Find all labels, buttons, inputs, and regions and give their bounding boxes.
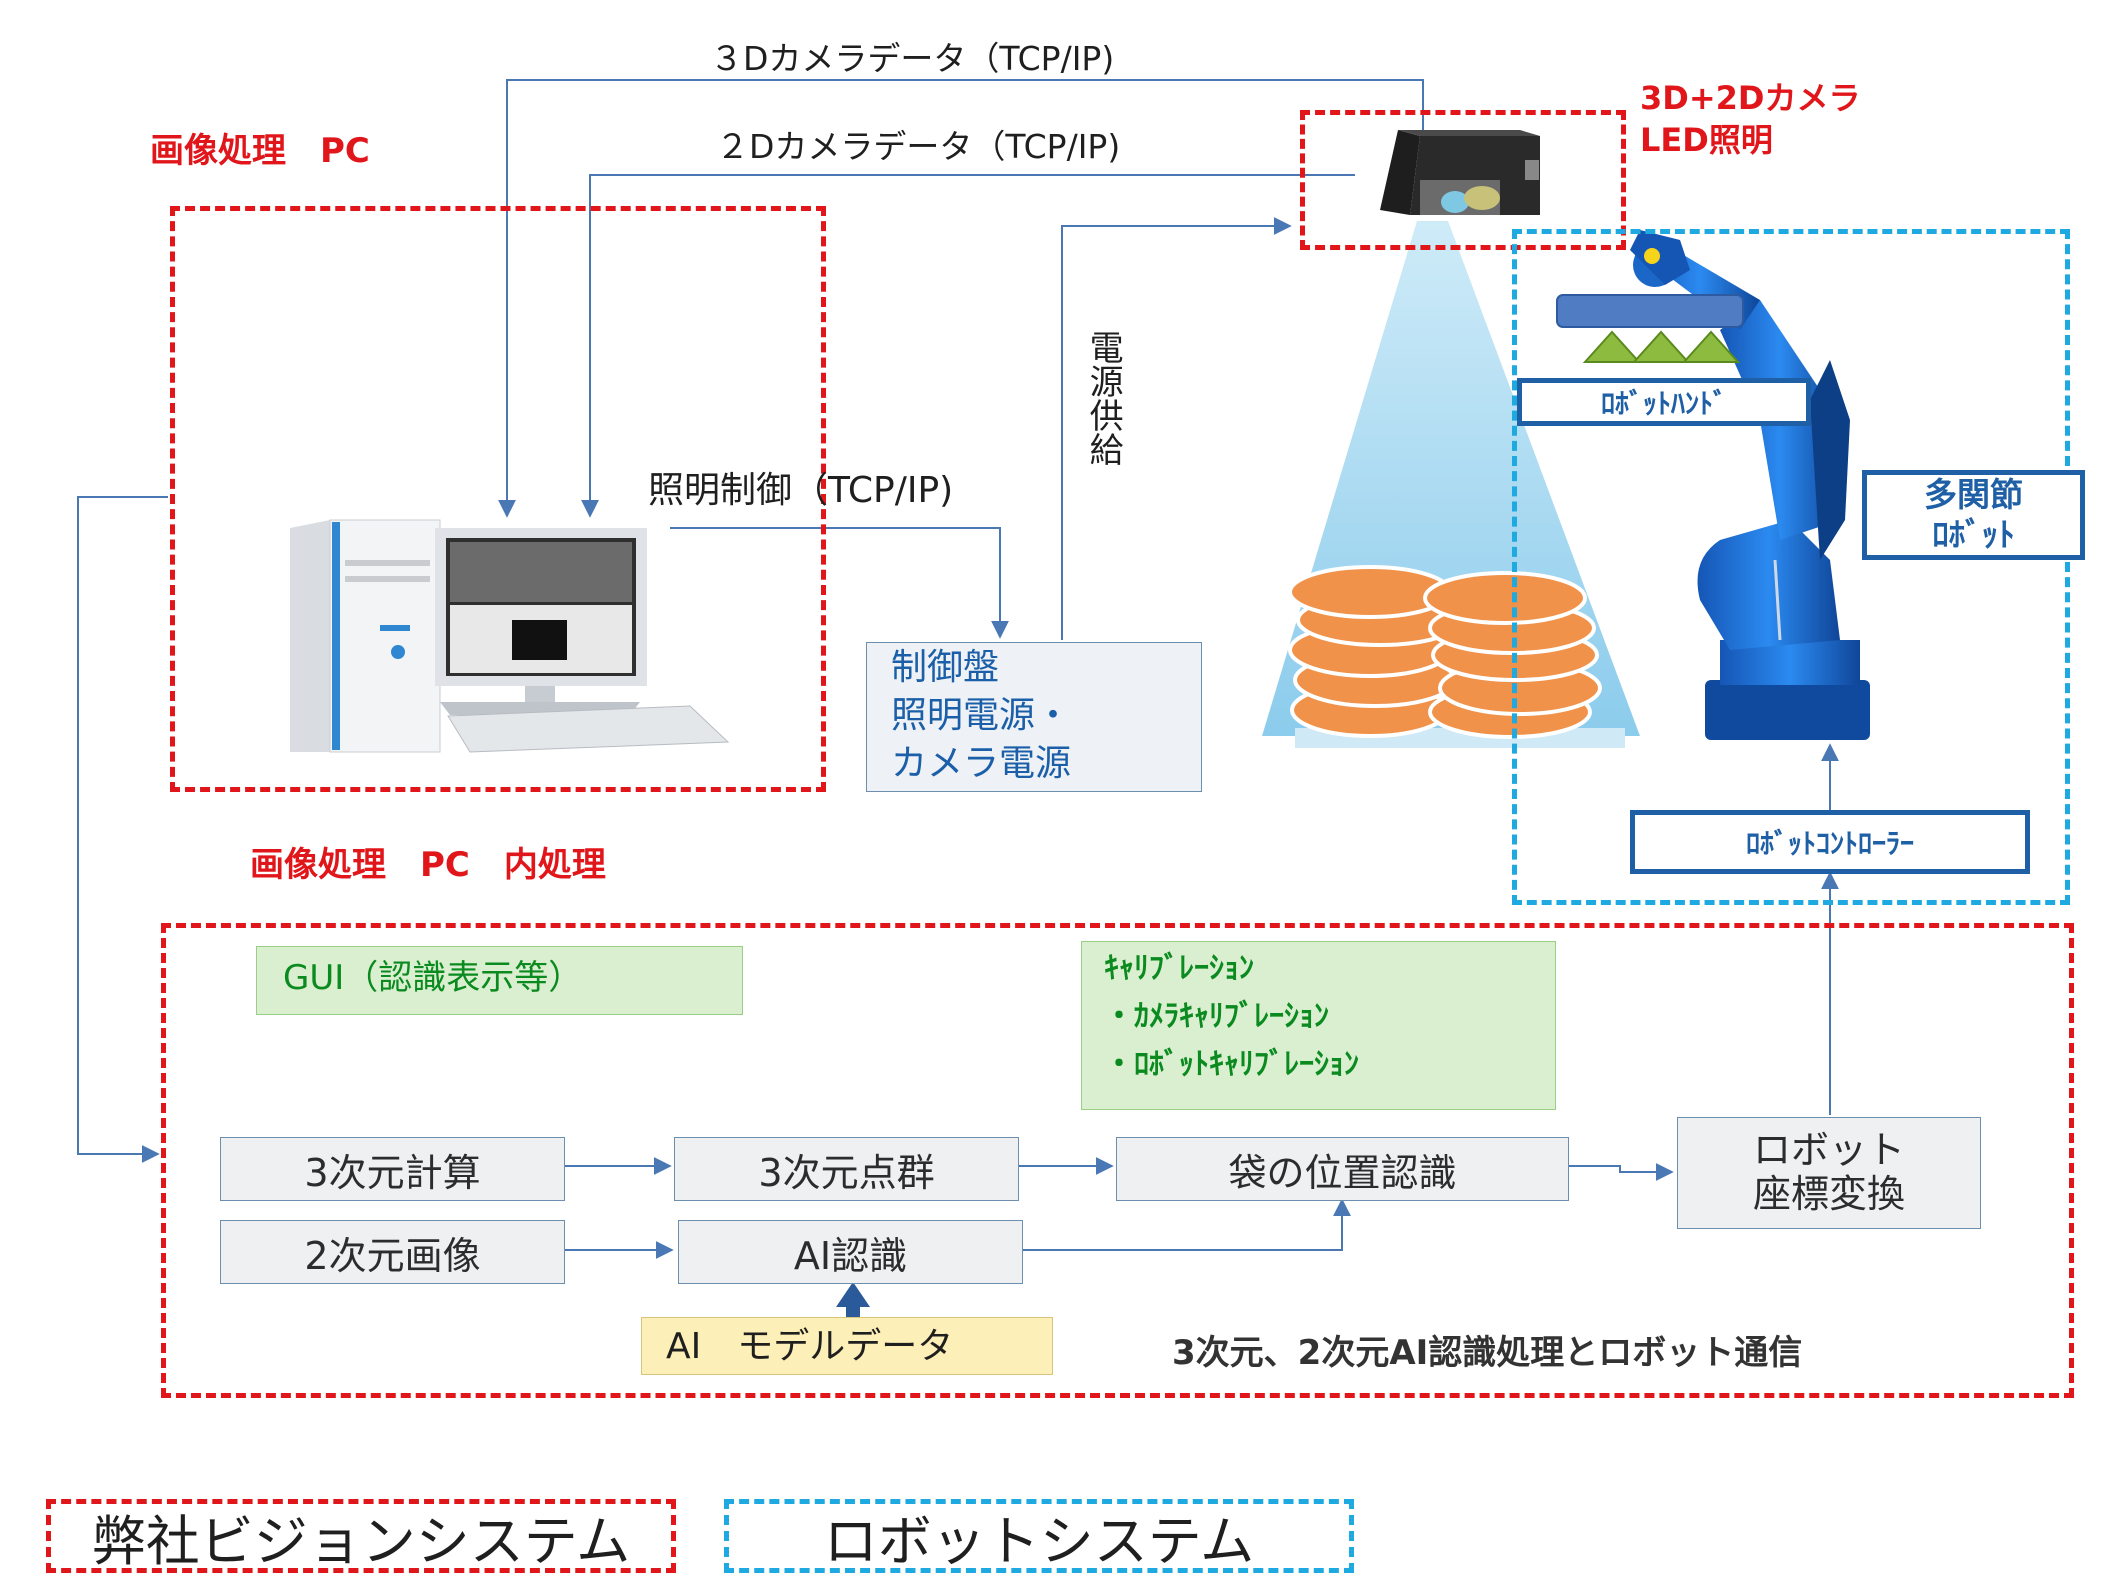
legend-robot-system: ロボットシステム <box>724 1499 1354 1573</box>
internal-title: 画像処理 PC 内処理 <box>250 845 606 885</box>
label-power-supply: 電源供給 <box>1083 330 1124 466</box>
connector-pc-to-internal <box>77 496 168 1163</box>
calibration-title: ｷｬﾘﾌﾞﾚｰｼｮﾝ <box>1104 951 1254 986</box>
control-panel-line1: 制御盤 <box>891 647 1000 688</box>
internal-caption: 3次元、2次元AI認識処理とロボット通信 <box>1172 1333 1803 1373</box>
label-3d-camera-data: ３Dカメラデータ（TCP/IP) <box>710 39 1115 78</box>
vision-pc-frame <box>170 206 826 792</box>
label-light-control: 照明制御（TCP/IP) <box>648 470 954 511</box>
camera-label-line1: 3D+2Dカメラ <box>1640 79 1861 117</box>
robot-arm-label-line1: 多関節 <box>1924 475 2023 515</box>
point-cloud-3d-box: 3次元点群 <box>674 1137 1019 1201</box>
coordinate-transform-line2: 座標変換 <box>1752 1172 1905 1216</box>
connector-position-coord <box>1568 1163 1674 1181</box>
camera-label-line2: LED照明 <box>1640 121 1773 159</box>
position-recognition-box: 袋の位置認識 <box>1116 1137 1569 1201</box>
control-panel-line2: 照明電源・ <box>891 695 1072 736</box>
control-panel-line3: カメラ電源 <box>891 743 1072 784</box>
vision-pc-title: 画像処理 PC <box>150 131 370 171</box>
connector-power <box>1061 217 1292 640</box>
control-panel-box: 制御盤 照明電源・ カメラ電源 <box>866 642 1202 792</box>
internal-processing-frame <box>161 923 2074 1398</box>
ai-recognition-box: AI認識 <box>678 1220 1023 1284</box>
calibration-camera: ・ｶﾒﾗｷｬﾘﾌﾞﾚｰｼｮﾝ <box>1104 999 1329 1034</box>
robot-hand-label: ﾛﾎﾞｯﾄﾊﾝﾄﾞ <box>1517 378 1811 426</box>
camera-frame <box>1300 110 1626 250</box>
calibration-robot: ・ﾛﾎﾞｯﾄｷｬﾘﾌﾞﾚｰｼｮﾝ <box>1104 1047 1359 1082</box>
robot-arm-illustration <box>1630 230 1870 740</box>
ai-model-box: AI モデルデータ <box>641 1317 1053 1375</box>
robot-controller-box: ﾛﾎﾞｯﾄｺﾝﾄﾛｰﾗｰ <box>1630 810 2030 874</box>
legend-vision-system: 弊社ビジョンシステム <box>46 1499 676 1573</box>
sack-pallet-illustration <box>1288 565 1625 748</box>
calibration-box: ｷｬﾘﾌﾞﾚｰｼｮﾝ ・ｶﾒﾗｷｬﾘﾌﾞﾚｰｼｮﾝ ・ﾛﾎﾞｯﾄｷｬﾘﾌﾞﾚｰｼ… <box>1081 941 1556 1110</box>
connector-3d-camera <box>498 79 1424 518</box>
gui-box: GUI（認識表示等） <box>256 946 743 1015</box>
robot-arm-label: 多関節 ﾛﾎﾞｯﾄ <box>1862 470 2085 560</box>
robot-hand-illustration <box>1556 294 1744 363</box>
label-2d-camera-data: ２Dカメラデータ（TCP/IP) <box>716 127 1121 166</box>
robot-system-frame <box>1512 229 2070 905</box>
camera-device-icon <box>1380 130 1540 215</box>
connector-ai-position <box>1022 1198 1351 1251</box>
image-2d-box: 2次元画像 <box>220 1220 565 1284</box>
robot-arm-label-line2: ﾛﾎﾞｯﾄ <box>1932 515 2015 554</box>
pc-illustration <box>290 519 730 753</box>
gui-label: GUI（認識表示等） <box>283 958 583 998</box>
connector-light-control <box>670 527 1009 639</box>
legend-vision-label: 弊社ビジョンシステム <box>91 1509 631 1573</box>
connector-2d-camera <box>581 174 1355 518</box>
coordinate-transform-line1: ロボット <box>1752 1128 1905 1173</box>
legend-robot-label: ロボットシステム <box>823 1509 1255 1573</box>
coordinate-transform-box: ロボット 座標変換 <box>1677 1117 1981 1229</box>
calc-3d-box: 3次元計算 <box>220 1137 565 1201</box>
ai-model-label: AI モデルデータ <box>666 1326 954 1367</box>
